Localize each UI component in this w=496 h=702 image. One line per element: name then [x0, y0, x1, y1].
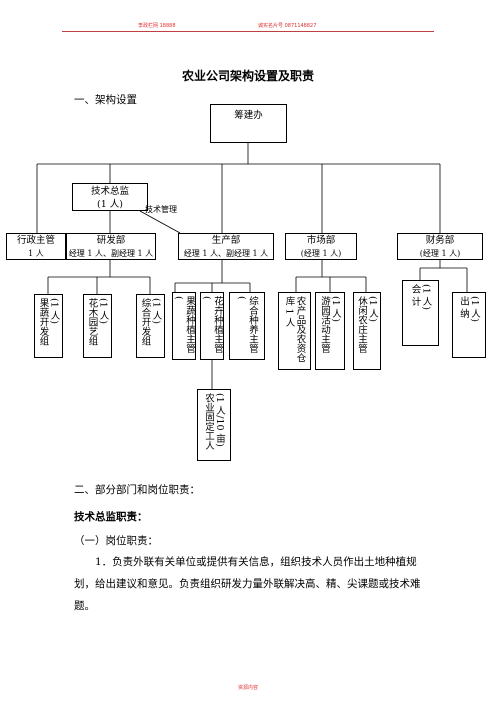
org-box-finance: 财务部 (经理 1 人): [397, 233, 483, 260]
rd-group-fruit-veg: 果蔬开发组 (1 人): [34, 294, 63, 358]
section-1-heading: 一、架构设置: [74, 94, 137, 106]
prod-group-flower-count: (: [201, 296, 212, 300]
market-group-tour-name: 游园活动主管: [319, 296, 330, 353]
market-group-farm: 休闲农庄主管 (1 人): [353, 292, 381, 370]
dept-market-name: 市场部: [306, 235, 336, 246]
finance-accountant: 会 计 (1 人): [402, 280, 439, 346]
section-2-heading: 二、部分部门和岗位职责：: [74, 484, 200, 496]
prod-group-fruit-veg-name: 果蔬种植主管: [184, 296, 195, 353]
header-right: 诚实名片号 0871148827: [258, 23, 317, 29]
prod-fixed-workers-name: 农业固定工人: [203, 393, 214, 450]
finance-cashier-name: 出 纳: [458, 296, 469, 319]
tech-management-note: 技术管理: [145, 205, 177, 214]
duty-title: 技术总监职责：: [74, 511, 148, 523]
finance-accountant-name: 会 计: [409, 284, 421, 307]
rd-group-fruit-veg-name: 果蔬开发组: [37, 298, 49, 346]
dept-finance-sub: (经理 1 人): [419, 249, 461, 258]
prod-group-flower: ( 花卉种植主管: [200, 292, 224, 360]
prod-group-breeding: ( 综合种养主管: [229, 292, 265, 360]
dept-market-sub: (经理 1 人): [300, 249, 342, 258]
prod-group-fruit-veg: ( 果蔬种植主管: [172, 292, 196, 360]
tech-director-count: (1 人): [97, 199, 123, 210]
prod-group-flower-name: 花卉种植主管: [212, 296, 223, 353]
header-left: 李政栏网 18888: [138, 23, 176, 29]
dept-rd-sub: 经理 1 人、副经理 1 人: [68, 249, 154, 258]
dept-production-name: 生产部: [211, 235, 241, 246]
market-group-tour: 游园活动主管 (1 人): [315, 292, 345, 370]
org-box-admin: 行政主管 1 人: [6, 233, 66, 260]
prod-fixed-workers-count: (1 人/10 亩): [214, 393, 225, 447]
footer-note: 资源内容: [237, 685, 258, 691]
duty-paragraph: 1．负责外联有关单位或提供有关信息，组织技术人员作出土地种植规划，给出建议和意见…: [74, 551, 430, 617]
finance-cashier-count: (1 人): [469, 296, 480, 322]
prod-group-fruit-veg-count: (: [173, 296, 184, 300]
rd-group-integrated-count: (1 人): [150, 298, 162, 324]
market-group-warehouse: 农产品及农资仓库 1 人: [278, 292, 311, 370]
tech-director-name: 技术总监: [90, 186, 129, 197]
org-box-tech-director: 技术总监 (1 人): [72, 183, 148, 211]
market-group-warehouse-name: 农产品及农资仓库 1 人: [283, 296, 306, 363]
rd-group-horticulture-count: (1 人): [97, 298, 109, 324]
duty-paragraph-text: 1．负责外联有关单位或提供有关信息，组织技术人员作出土地种植规划，给出建议和意见…: [74, 556, 421, 612]
header-rule: [62, 31, 434, 32]
page-title: 农业公司架构设置及职责: [181, 69, 314, 83]
org-box-top-label: 筹建办: [234, 110, 263, 121]
rd-group-horticulture: 花木园艺组 (1 人): [83, 294, 112, 358]
market-group-farm-name: 休闲农庄主管: [356, 296, 367, 353]
dept-admin-name: 行政主管: [16, 235, 55, 246]
rd-group-integrated-name: 综合开发组: [139, 298, 151, 346]
prod-group-breeding-count: (: [236, 296, 247, 300]
prod-fixed-workers: 农业固定工人 (1 人/10 亩): [197, 389, 231, 461]
prod-group-breeding-name: 综合种养主管: [247, 296, 258, 353]
rd-group-fruit-veg-count: (1 人): [48, 298, 60, 324]
finance-cashier: 出 纳 (1 人): [452, 292, 486, 358]
market-group-tour-count: (1 人): [330, 296, 341, 322]
org-box-market: 市场部 (经理 1 人): [285, 233, 357, 260]
duty-subheading: （一）岗位职责：: [74, 535, 158, 547]
org-box-rd: 研发部 经理 1 人、副经理 1 人: [66, 233, 156, 260]
rd-group-horticulture-name: 花木园艺组: [86, 298, 98, 346]
finance-accountant-count: (1 人): [420, 284, 432, 310]
dept-admin-sub: 1 人: [28, 249, 44, 258]
market-group-farm-count: (1 人): [367, 296, 378, 322]
rd-group-integrated: 综合开发组 (1 人): [136, 294, 165, 358]
dept-rd-name: 研发部: [96, 235, 126, 246]
org-box-production: 生产部 经理 1 人、副经理 1 人: [178, 233, 274, 260]
dept-production-sub: 经理 1 人、副经理 1 人: [183, 249, 269, 258]
dept-finance-name: 财务部: [425, 235, 455, 246]
org-box-top: 筹建办: [210, 104, 287, 143]
